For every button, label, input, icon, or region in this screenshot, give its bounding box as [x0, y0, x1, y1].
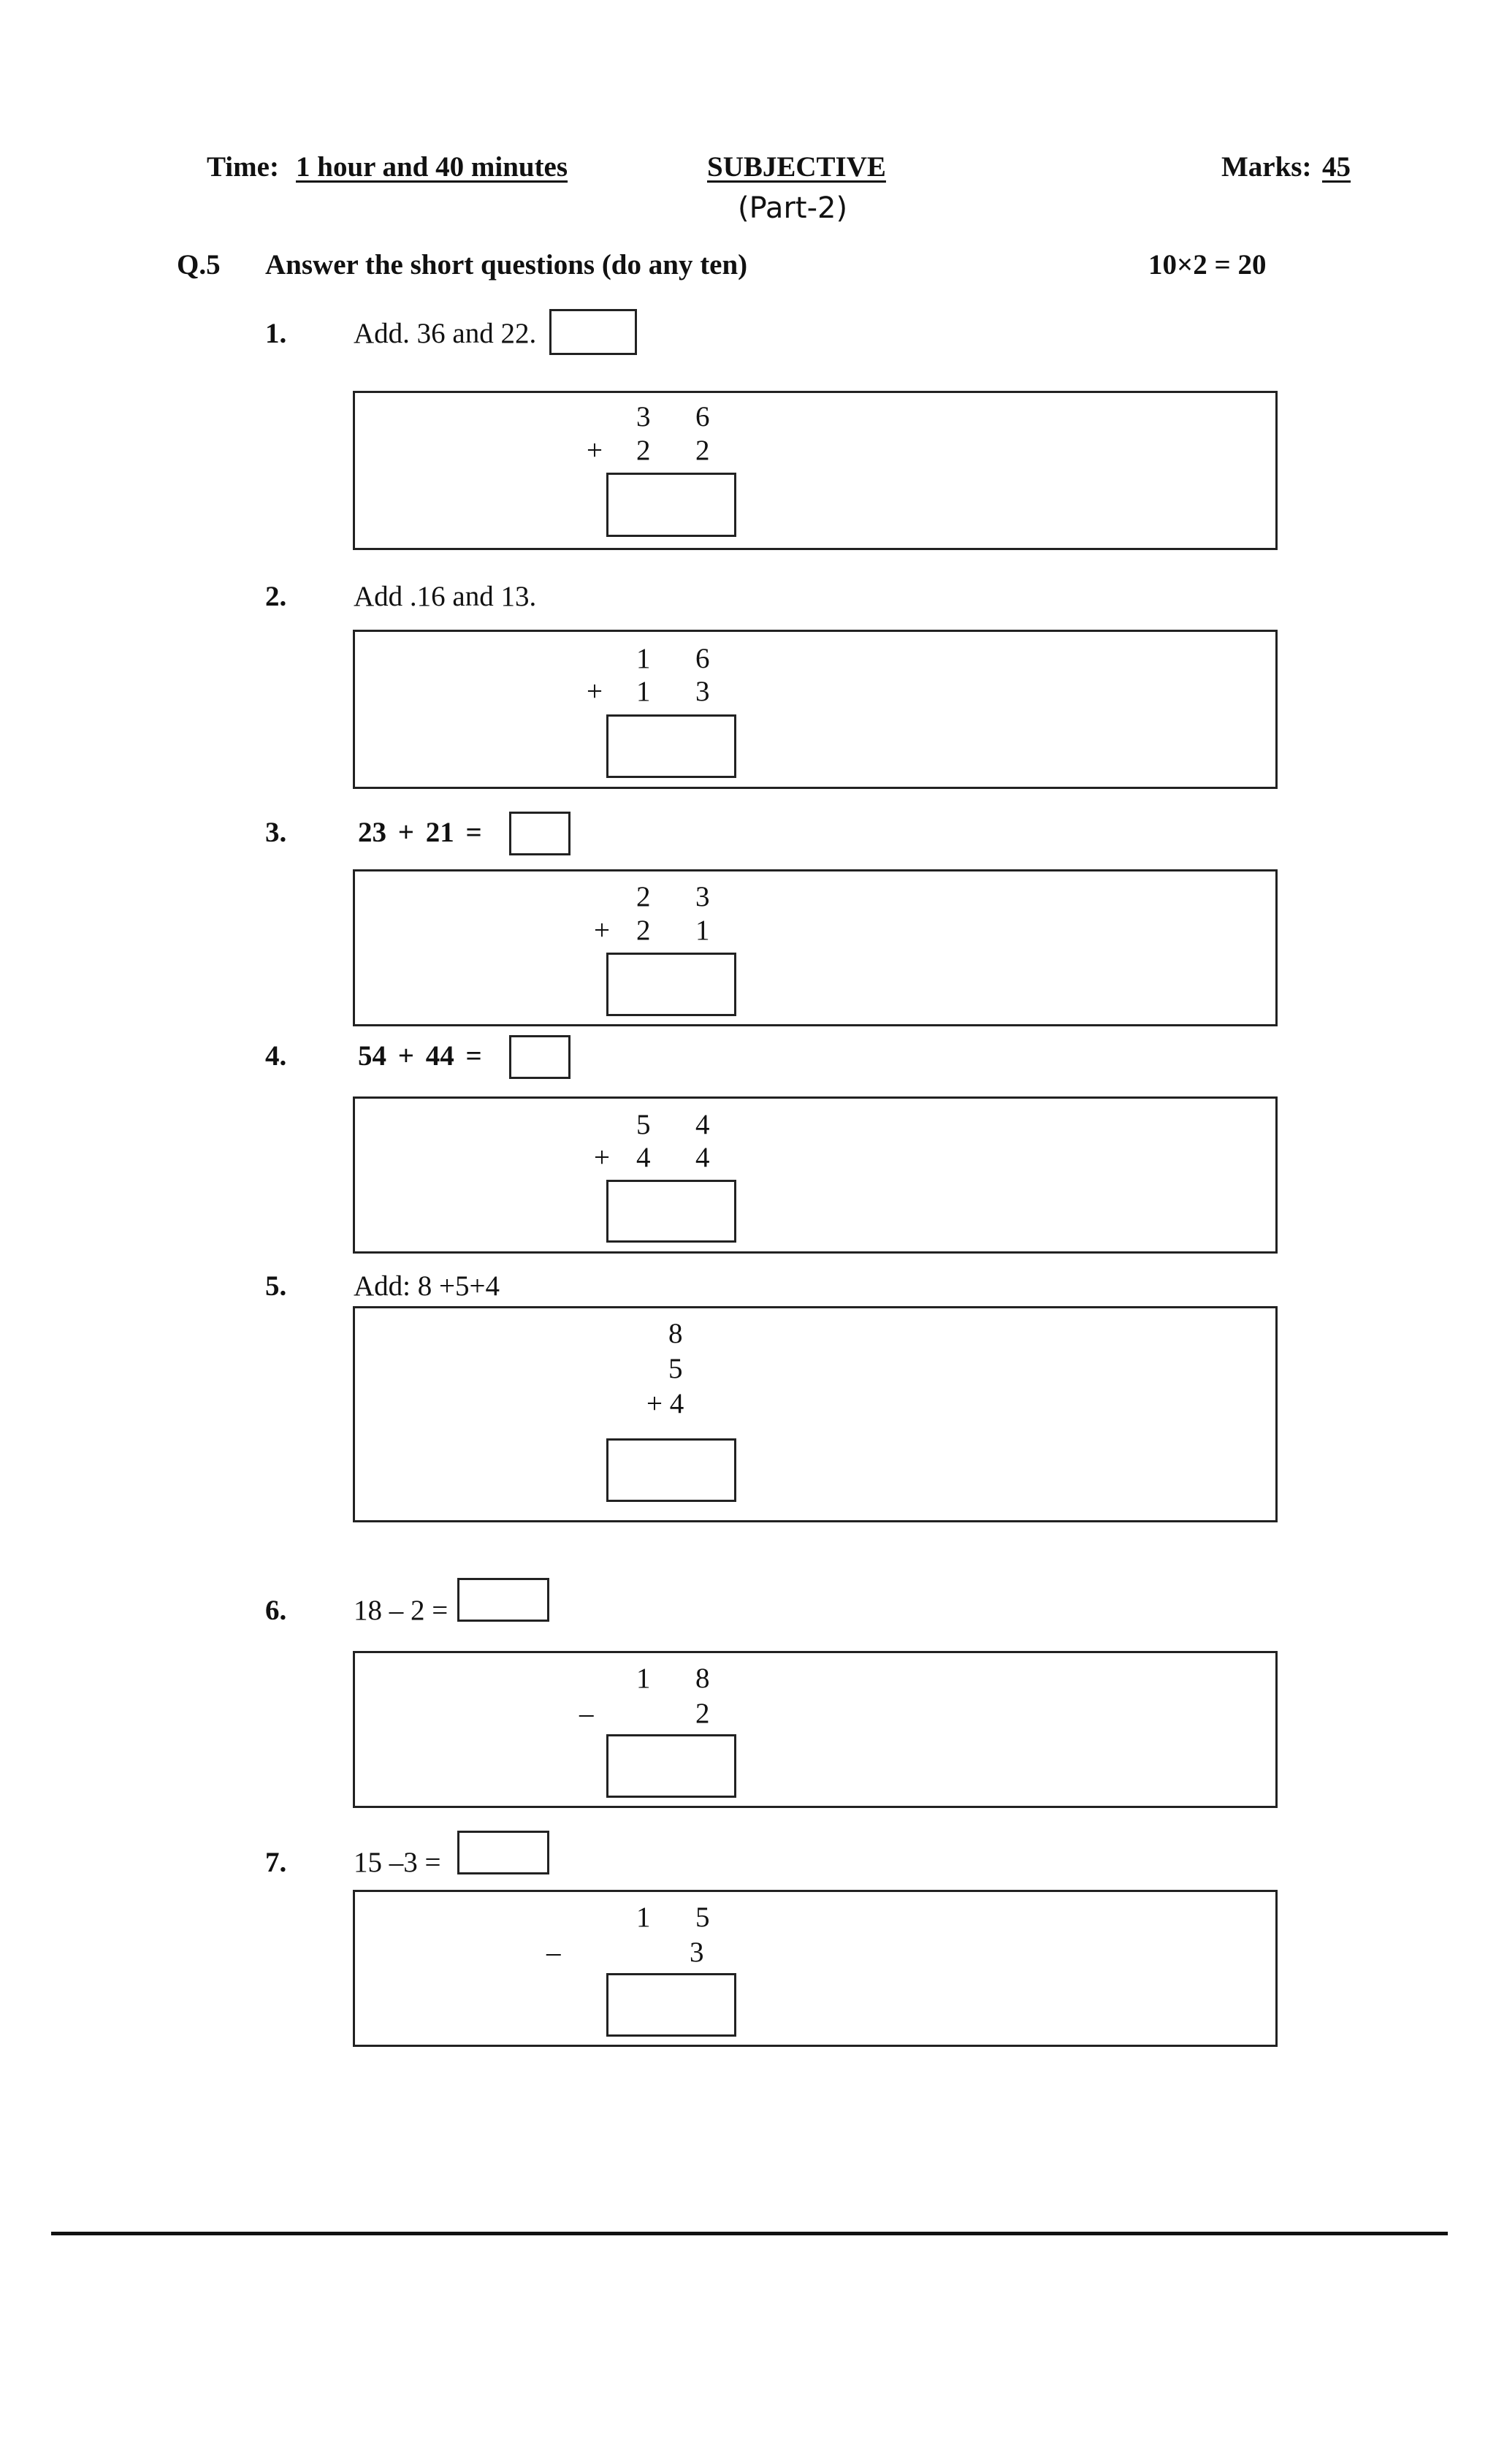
digit: 5 [695, 1902, 710, 1933]
item-prompt: 18 – 2 = [354, 1595, 449, 1626]
digit: 2 [695, 435, 710, 466]
item-prompt: 23 + 21 = [358, 817, 482, 848]
digit: 5 [636, 1109, 651, 1140]
working-box: 1 6 + 1 3 [353, 630, 1278, 789]
digit: 8 [695, 1663, 710, 1694]
inline-answer-box[interactable] [509, 812, 570, 855]
item-number: 5. [265, 1270, 287, 1302]
digit: 2 [636, 435, 651, 466]
operator: + [587, 435, 603, 466]
digit: 1 [636, 1663, 651, 1694]
item-number: 3. [265, 817, 287, 848]
digit: 3 [695, 881, 710, 912]
time-value: 1 hour and 40 minutes [296, 151, 568, 183]
digit: 1 [636, 676, 651, 707]
marks-value: 45 [1322, 151, 1351, 183]
item-prompt: 54 + 44 = [358, 1040, 482, 1072]
part-label: (Part-2) [738, 191, 848, 225]
question-marks: 10×2 = 20 [1148, 249, 1267, 281]
operator: – [579, 1698, 594, 1729]
section-title: SUBJECTIVE [707, 151, 886, 183]
digit: 8 [668, 1318, 683, 1349]
working-box: 1 8 – 2 [353, 1651, 1278, 1808]
footer-divider [51, 2232, 1448, 2235]
time-label: Time: [207, 151, 279, 183]
item-number: 4. [265, 1040, 287, 1072]
item-number: 7. [265, 1847, 287, 1878]
digit: 6 [695, 401, 710, 432]
digit: 5 [668, 1353, 683, 1384]
working-box: 2 3 + 2 1 [353, 869, 1278, 1026]
inline-answer-box[interactable] [457, 1831, 549, 1874]
answer-box[interactable] [606, 1180, 736, 1243]
digit: 4 [636, 1142, 651, 1173]
item-prompt: Add .16 and 13. [354, 581, 537, 612]
digit: 1 [636, 1902, 651, 1933]
working-box: 8 5 + 4 [353, 1306, 1278, 1522]
answer-box[interactable] [606, 714, 736, 778]
operator: + [594, 915, 610, 946]
digit: 2 [636, 915, 651, 946]
item-prompt: Add. 36 and 22. [354, 318, 537, 349]
working-box: 1 5 – 3 [353, 1890, 1278, 2047]
item-number: 6. [265, 1595, 287, 1626]
answer-box[interactable] [606, 473, 736, 537]
answer-box[interactable] [606, 1734, 736, 1798]
item-number: 2. [265, 581, 287, 612]
digit: 2 [695, 1698, 710, 1729]
question-number: Q.5 [177, 249, 221, 281]
inline-answer-box[interactable] [509, 1035, 570, 1079]
operator: + [594, 1142, 610, 1173]
digit: 3 [690, 1937, 704, 1968]
digit: 3 [695, 676, 710, 707]
inline-answer-box[interactable] [549, 309, 637, 355]
working-box: 5 4 + 4 4 [353, 1096, 1278, 1254]
operator: + [587, 676, 603, 707]
item-prompt: Add: 8 +5+4 [354, 1270, 500, 1302]
operator: – [546, 1937, 561, 1968]
question-instruction: Answer the short questions (do any ten) [265, 249, 748, 281]
digit: 6 [695, 643, 710, 674]
digit: 1 [636, 643, 651, 674]
answer-box[interactable] [606, 953, 736, 1016]
answer-box[interactable] [606, 1438, 736, 1502]
marks-label: Marks: [1221, 151, 1312, 183]
inline-answer-box[interactable] [457, 1578, 549, 1622]
digit: 4 [695, 1142, 710, 1173]
item-prompt: 15 –3 = [354, 1847, 441, 1878]
digit: + 4 [646, 1388, 684, 1419]
answer-box[interactable] [606, 1973, 736, 2037]
digit: 2 [636, 881, 651, 912]
digit: 3 [636, 401, 651, 432]
working-box: 3 6 + 2 2 [353, 391, 1278, 550]
digit: 4 [695, 1109, 710, 1140]
digit: 1 [695, 915, 710, 946]
item-number: 1. [265, 318, 287, 349]
